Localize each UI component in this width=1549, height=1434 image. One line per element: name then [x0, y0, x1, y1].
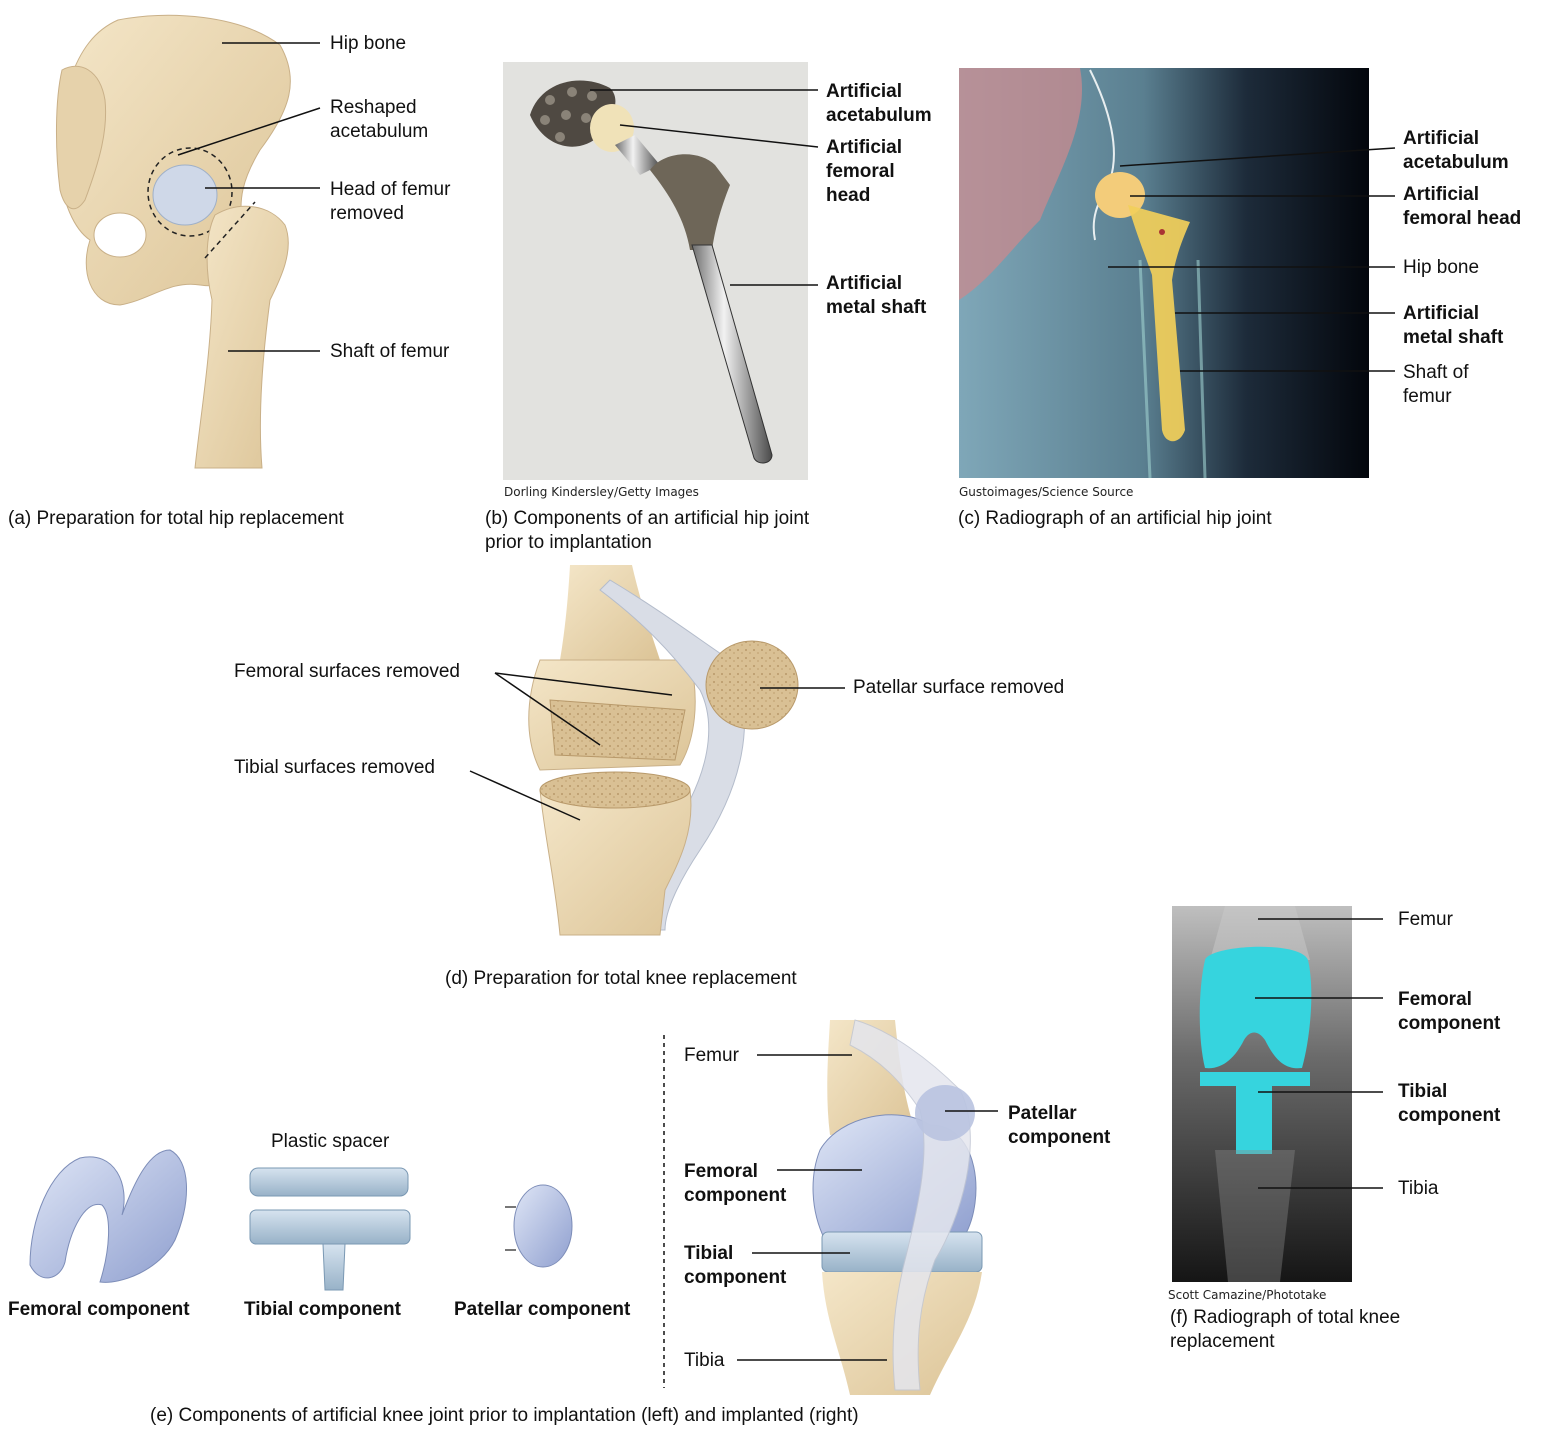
implanted-patellar-component [915, 1085, 975, 1141]
patellar-component-shape [514, 1185, 572, 1267]
label-tibia-f: Tibia [1398, 1177, 1438, 1201]
panel-c-radiograph [959, 68, 1369, 478]
panel-e-implanted-illustration [813, 1020, 982, 1395]
label-artificial-femoral-head-b: Artificial femoral head [826, 136, 902, 208]
label-artificial-femoral-head-c: Artificial femoral head [1403, 183, 1521, 231]
panel-a-illustration [56, 15, 290, 468]
caption-panel-b: (b) Components of an artificial hip join… [485, 507, 809, 555]
tibial-cut-surface [540, 772, 690, 808]
label-plastic-spacer: Plastic spacer [271, 1130, 389, 1154]
tibial-tray-shape [250, 1210, 410, 1244]
caption-panel-f: (f) Radiograph of total knee replacement [1170, 1306, 1400, 1354]
caption-panel-d: (d) Preparation for total knee replaceme… [445, 967, 797, 991]
panel-b-photo [503, 62, 808, 480]
femoral-cut-surfaces [550, 700, 685, 760]
tibial-stem-xray [1236, 1086, 1272, 1154]
tibial-plate-xray [1200, 1072, 1310, 1086]
label-femur-e: Femur [684, 1044, 739, 1068]
femoral-component-shape [30, 1150, 186, 1282]
plastic-spacer-shape [250, 1168, 408, 1196]
label-femoral-component-f: Femoral component [1398, 988, 1500, 1036]
label-shaft-of-femur-c: Shaft of femur [1403, 361, 1469, 409]
label-artificial-metal-shaft-c: Artificial metal shaft [1403, 302, 1503, 350]
label-patellar-component-e: Patellar component [454, 1298, 630, 1322]
photo-credit-b: Dorling Kindersley/Getty Images [504, 485, 699, 499]
label-femur-f: Femur [1398, 908, 1453, 932]
caption-panel-c: (c) Radiograph of an artificial hip join… [958, 507, 1272, 531]
label-shaft-of-femur: Shaft of femur [330, 340, 449, 364]
photo-credit-c: Gustoimages/Science Source [959, 485, 1133, 499]
patella-cut [706, 641, 798, 729]
label-reshaped-acetabulum: Reshaped acetabulum [330, 96, 428, 144]
label-hip-bone-c: Hip bone [1403, 256, 1479, 280]
panel-e-components [30, 1150, 572, 1290]
caption-panel-e: (e) Components of artificial knee joint … [150, 1404, 859, 1428]
label-femoral-surfaces-removed: Femoral surfaces removed [234, 660, 460, 684]
femur-shape [195, 206, 288, 468]
reshaped-acetabulum-shape [153, 165, 217, 225]
label-tibia-e: Tibia [684, 1349, 724, 1373]
tibial-keel-shape [323, 1244, 345, 1290]
label-implanted-tibial-component: Tibial component [684, 1242, 786, 1290]
label-head-of-femur-removed: Head of femur removed [330, 178, 450, 226]
panel-d-illustration [529, 565, 798, 935]
label-tibial-component-f: Tibial component [1398, 1080, 1500, 1128]
label-implanted-patellar-component: Patellar component [1008, 1102, 1110, 1150]
label-hip-bone: Hip bone [330, 32, 406, 56]
label-artificial-metal-shaft-b: Artificial metal shaft [826, 272, 926, 320]
stem-hole [1159, 229, 1165, 235]
label-artificial-acetabulum-c: Artificial acetabulum [1403, 127, 1509, 175]
label-femoral-component-e: Femoral component [8, 1298, 190, 1322]
label-tibial-component-e: Tibial component [244, 1298, 401, 1322]
implanted-spacer [822, 1232, 982, 1272]
photo-credit-f: Scott Camazine/Phototake [1168, 1288, 1326, 1302]
label-patellar-surface-removed: Patellar surface removed [853, 676, 1064, 700]
label-implanted-femoral-component: Femoral component [684, 1160, 786, 1208]
obturator-foramen [94, 213, 146, 257]
panel-f-radiograph [1172, 906, 1352, 1282]
label-tibial-surfaces-removed: Tibial surfaces removed [234, 756, 435, 780]
caption-panel-a: (a) Preparation for total hip replacemen… [8, 507, 344, 531]
label-artificial-acetabulum-b: Artificial acetabulum [826, 80, 932, 128]
